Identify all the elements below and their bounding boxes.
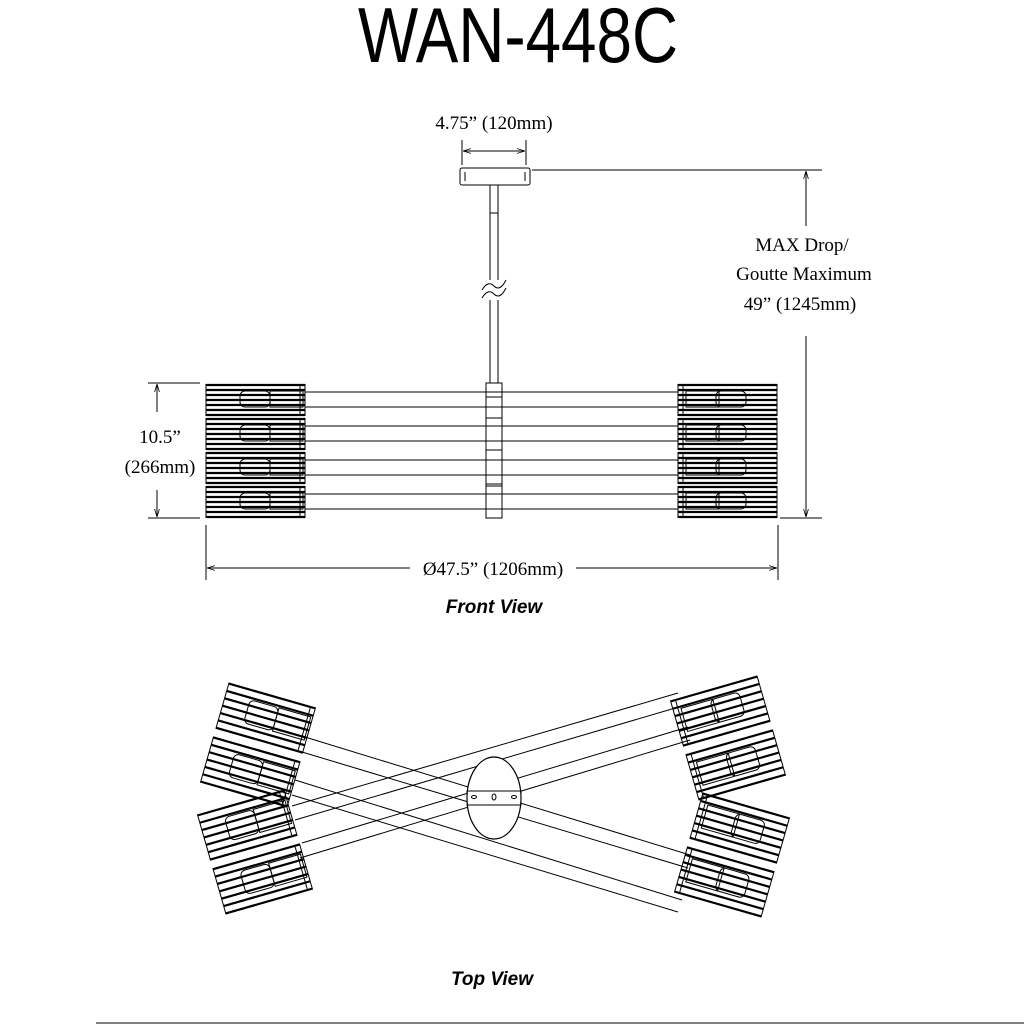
- bulb: [715, 867, 750, 898]
- socket: [680, 698, 720, 733]
- arm: [305, 391, 678, 408]
- diameter-label: Ø47.5” (1206mm): [423, 559, 563, 580]
- socket: [269, 458, 304, 476]
- max-drop-label-2: Goutte Maximum: [736, 264, 872, 285]
- height-dimension: [148, 382, 200, 519]
- arm: [305, 425, 678, 442]
- top-view-canopy: [466, 756, 522, 840]
- model-title: WAN-448C: [358, 0, 678, 79]
- top-view-fixture: [196, 675, 791, 918]
- max-drop-label-1: MAX Drop/: [755, 235, 849, 256]
- shade: [212, 843, 314, 915]
- bulb: [715, 458, 747, 476]
- socket: [685, 390, 720, 408]
- canopy-width-dimension: [461, 140, 527, 165]
- socket: [269, 424, 304, 442]
- socket: [685, 858, 725, 892]
- shade: [199, 736, 301, 808]
- screw-hole: [511, 795, 517, 799]
- screw-hole: [471, 795, 477, 799]
- downrod: [481, 184, 507, 383]
- socket: [269, 492, 304, 510]
- shade: [669, 675, 771, 747]
- arm: [305, 493, 678, 510]
- shade: [205, 417, 306, 451]
- socket: [268, 853, 308, 887]
- shade: [677, 485, 778, 519]
- top-view-label: Top View: [451, 969, 534, 990]
- shade: [677, 417, 778, 451]
- height-label-2: (266mm): [125, 457, 196, 478]
- shade: [685, 729, 787, 801]
- bulb: [730, 813, 765, 844]
- shade: [205, 451, 306, 485]
- top-view-shade-pair: [196, 789, 314, 915]
- screw-hole: [491, 793, 497, 801]
- bulb: [710, 692, 745, 723]
- mounting-bracket: [466, 790, 522, 806]
- front-view-fixture: [205, 382, 778, 519]
- shade: [689, 792, 791, 864]
- bulb: [715, 390, 747, 408]
- top-view-shade-pair: [199, 682, 317, 808]
- shade: [196, 789, 298, 861]
- bulb: [715, 492, 747, 510]
- center-column: [485, 382, 503, 519]
- max-drop-dimension: [532, 169, 822, 519]
- bulb: [715, 424, 747, 442]
- shade: [673, 846, 775, 918]
- canopy-width-label: 4.75” (120mm): [435, 113, 552, 134]
- bulb: [725, 746, 761, 777]
- height-label-1: 10.5”: [139, 427, 181, 448]
- shade: [205, 383, 306, 417]
- socket: [685, 492, 720, 510]
- shade: [205, 485, 306, 519]
- socket: [685, 458, 720, 476]
- top-view-shade-pair: [669, 675, 787, 801]
- top-view-shade-pair: [673, 792, 791, 918]
- front-view-label: Front View: [446, 597, 544, 618]
- arm: [305, 459, 678, 476]
- socket: [271, 707, 312, 741]
- socket: [700, 804, 741, 838]
- socket: [256, 761, 296, 795]
- shade: [677, 451, 778, 485]
- shade: [677, 383, 778, 417]
- max-drop-label-3: 49” (1245mm): [744, 294, 856, 315]
- diameter-dimension: [205, 525, 779, 580]
- socket: [685, 424, 720, 442]
- socket: [252, 799, 293, 834]
- canopy: [459, 167, 531, 186]
- socket: [269, 390, 304, 408]
- shade: [215, 682, 317, 754]
- socket: [695, 752, 736, 786]
